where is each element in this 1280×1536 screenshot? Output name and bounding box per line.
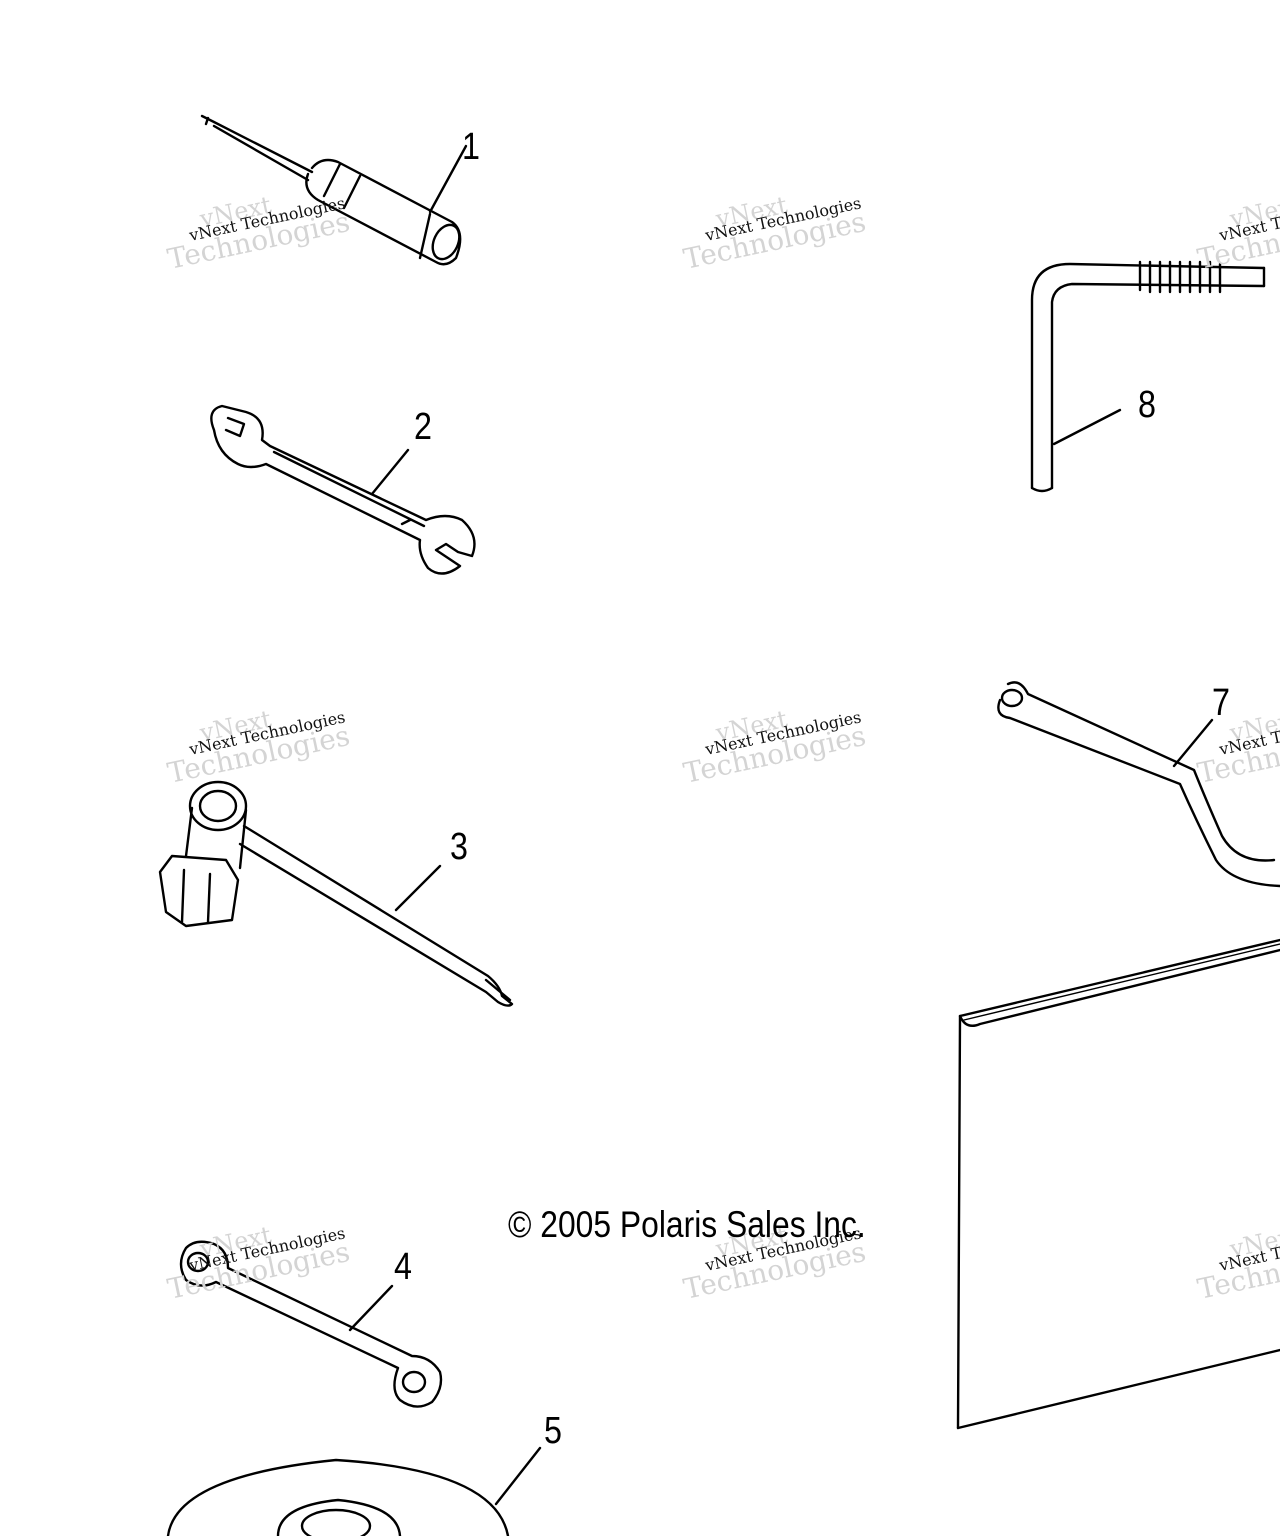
copyright-notice: © 2005 Polaris Sales Inc.	[508, 1204, 866, 1245]
callout-2: 2	[414, 406, 432, 448]
part-6-manual	[956, 938, 1280, 1430]
part-7-spanner	[997, 681, 1280, 888]
part-3-socket	[158, 780, 514, 1007]
callout-7: 7	[1212, 682, 1230, 724]
callout-3: 3	[450, 826, 468, 868]
callout-1: 1	[462, 126, 480, 168]
callout-4: 4	[394, 1246, 412, 1288]
part-8-l-key	[1030, 260, 1266, 493]
callout-5: 5	[544, 1410, 562, 1452]
part-1-screwdriver	[200, 114, 468, 266]
part-5-disc	[166, 1446, 542, 1536]
part-2-wrench	[210, 404, 476, 575]
callout-8: 8	[1138, 384, 1156, 426]
part-4-box-wrench	[179, 1240, 443, 1408]
